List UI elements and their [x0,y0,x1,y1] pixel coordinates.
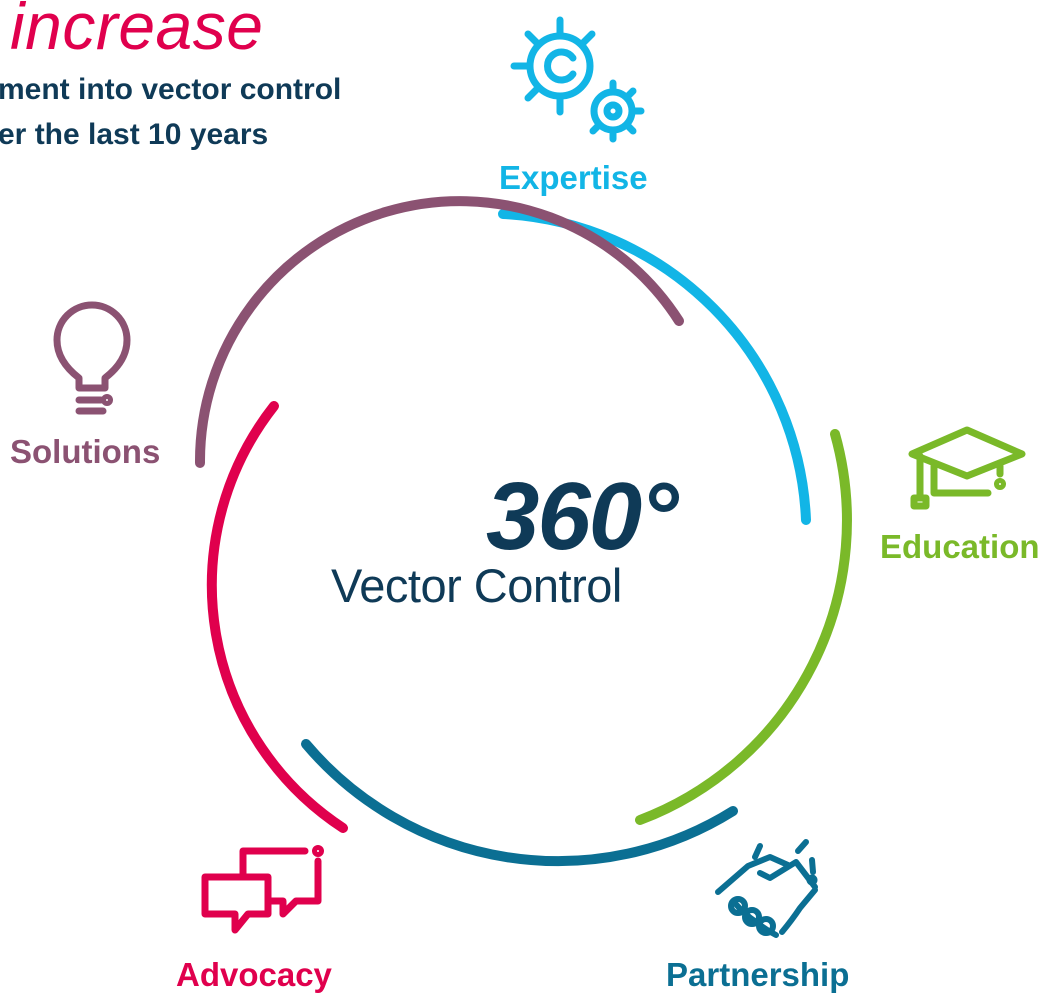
expertise-label: Expertise [499,159,648,196]
subheadline-line-1: ment into vector control [0,73,342,106]
education-label: Education [880,528,1040,565]
gears-icon [510,16,645,143]
graduation-cap-icon [908,426,1026,510]
subheadline-line-2: er the last 10 years [0,118,269,151]
solutions-label: Solutions [10,433,161,470]
headline-text: increase [10,0,264,63]
partnership-label: Partnership [666,956,850,993]
center-title: 360° [486,463,679,570]
advocacy-label: Advocacy [176,956,332,993]
education-arc [635,429,852,825]
solutions-arc [194,196,684,468]
advocacy-arc [206,401,348,833]
lightbulb-icon [53,301,131,415]
speech-bubbles-icon [201,845,324,934]
center-subtitle: Vector Control [331,559,622,612]
partnership-arc [301,739,738,867]
handshake-icon [715,839,818,938]
